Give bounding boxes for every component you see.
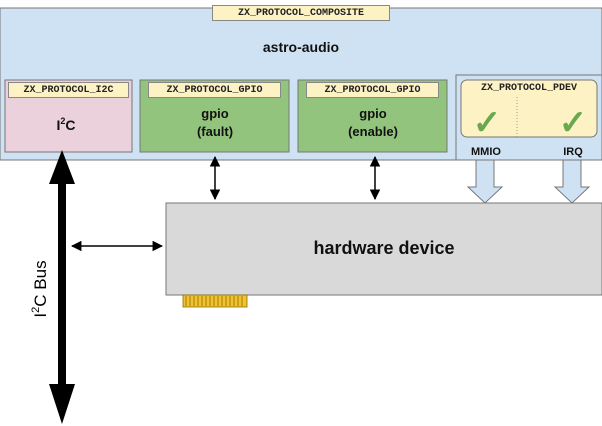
pdev-protocol-label: ZX_PROTOCOL_PDEV: [480, 83, 577, 94]
irq-block-arrow: [553, 159, 591, 204]
i2c-bus-label: I2C Bus: [30, 260, 50, 317]
i2c-name: I2C: [56, 116, 75, 133]
gpio-enable-name-line2: (enable): [348, 124, 398, 139]
gpio-enable-protocol-label: ZX_PROTOCOL_GPIO: [306, 82, 439, 98]
i2c-bus-line: [58, 178, 66, 384]
edge-connector-pins: [185, 296, 243, 306]
gpio-enable-name-line1: gpio: [359, 106, 386, 121]
irq-label: IRQ: [563, 146, 583, 158]
i2c-bus-arrowhead-top: [49, 150, 75, 184]
gpio-fault-name-line2: (fault): [197, 124, 233, 139]
gpio-fault-name-line1: gpio: [201, 106, 228, 121]
hardware-device-box: [165, 202, 602, 296]
composite-name: astro-audio: [263, 39, 339, 55]
mmio-check-icon: ✓: [473, 104, 502, 142]
i2c-protocol-label: ZX_PROTOCOL_I2C: [8, 82, 129, 98]
hardware-device-name: hardware device: [313, 238, 454, 258]
composite-protocol-label: ZX_PROTOCOL_COMPOSITE: [212, 5, 390, 21]
mmio-block-arrow: [466, 159, 504, 204]
edge-connector: [182, 294, 248, 308]
irq-check-icon: ✓: [559, 104, 588, 142]
mmio-label: MMIO: [471, 146, 501, 158]
pdev-inner-box: [460, 79, 598, 138]
gpio-fault-protocol-label: ZX_PROTOCOL_GPIO: [148, 82, 281, 98]
i2c-bus-arrowhead-bottom: [49, 384, 75, 424]
